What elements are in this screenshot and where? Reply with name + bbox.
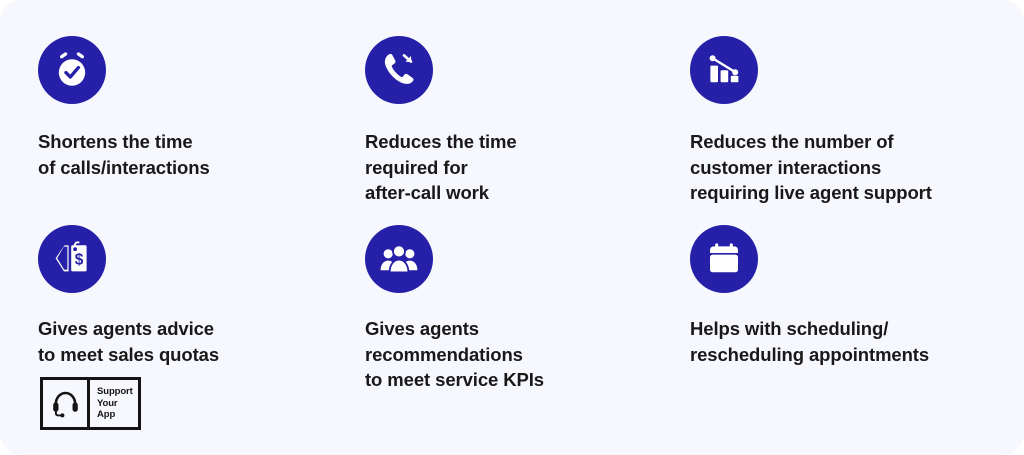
feature-label: Gives agents advice to meet sales quotas — [38, 318, 220, 365]
svg-text:$: $ — [75, 252, 84, 269]
feature-label: Shortens the time of calls/interactions — [38, 131, 210, 178]
calendar-icon — [690, 225, 758, 293]
feature-item: Reduces the number of customer interacti… — [690, 36, 1005, 206]
feature-item: Gives agents recommendations to meet ser… — [365, 225, 675, 393]
brand-logo-line-3: App — [97, 409, 116, 421]
feature-label: Reduces the time required for after-call… — [365, 131, 517, 203]
feature-label: Reduces the number of customer interacti… — [690, 131, 932, 203]
people-group-icon — [365, 225, 433, 293]
feature-label: Gives agents recommendations to meet ser… — [365, 318, 544, 390]
headset-icon — [43, 380, 90, 427]
incoming-call-icon — [365, 36, 433, 104]
brand-logo-line-2: Your — [97, 397, 118, 409]
brand-logo-line-1: Support — [97, 386, 133, 398]
declining-bar-chart-icon — [690, 36, 758, 104]
alarm-clock-check-icon — [38, 36, 106, 104]
feature-label: Helps with scheduling/ rescheduling appo… — [690, 318, 930, 365]
brand-logo[interactable]: Support Your App — [40, 377, 141, 430]
brand-logo-text: Support Your App — [90, 380, 138, 427]
feature-item: $ Gives agents advice to meet sales quot… — [38, 225, 338, 367]
price-tags-dollar-icon: $ — [38, 225, 106, 293]
feature-item: Shortens the time of calls/interactions — [38, 36, 338, 180]
feature-item: Helps with scheduling/ rescheduling appo… — [690, 225, 1005, 367]
feature-item: Reduces the time required for after-call… — [365, 36, 675, 206]
